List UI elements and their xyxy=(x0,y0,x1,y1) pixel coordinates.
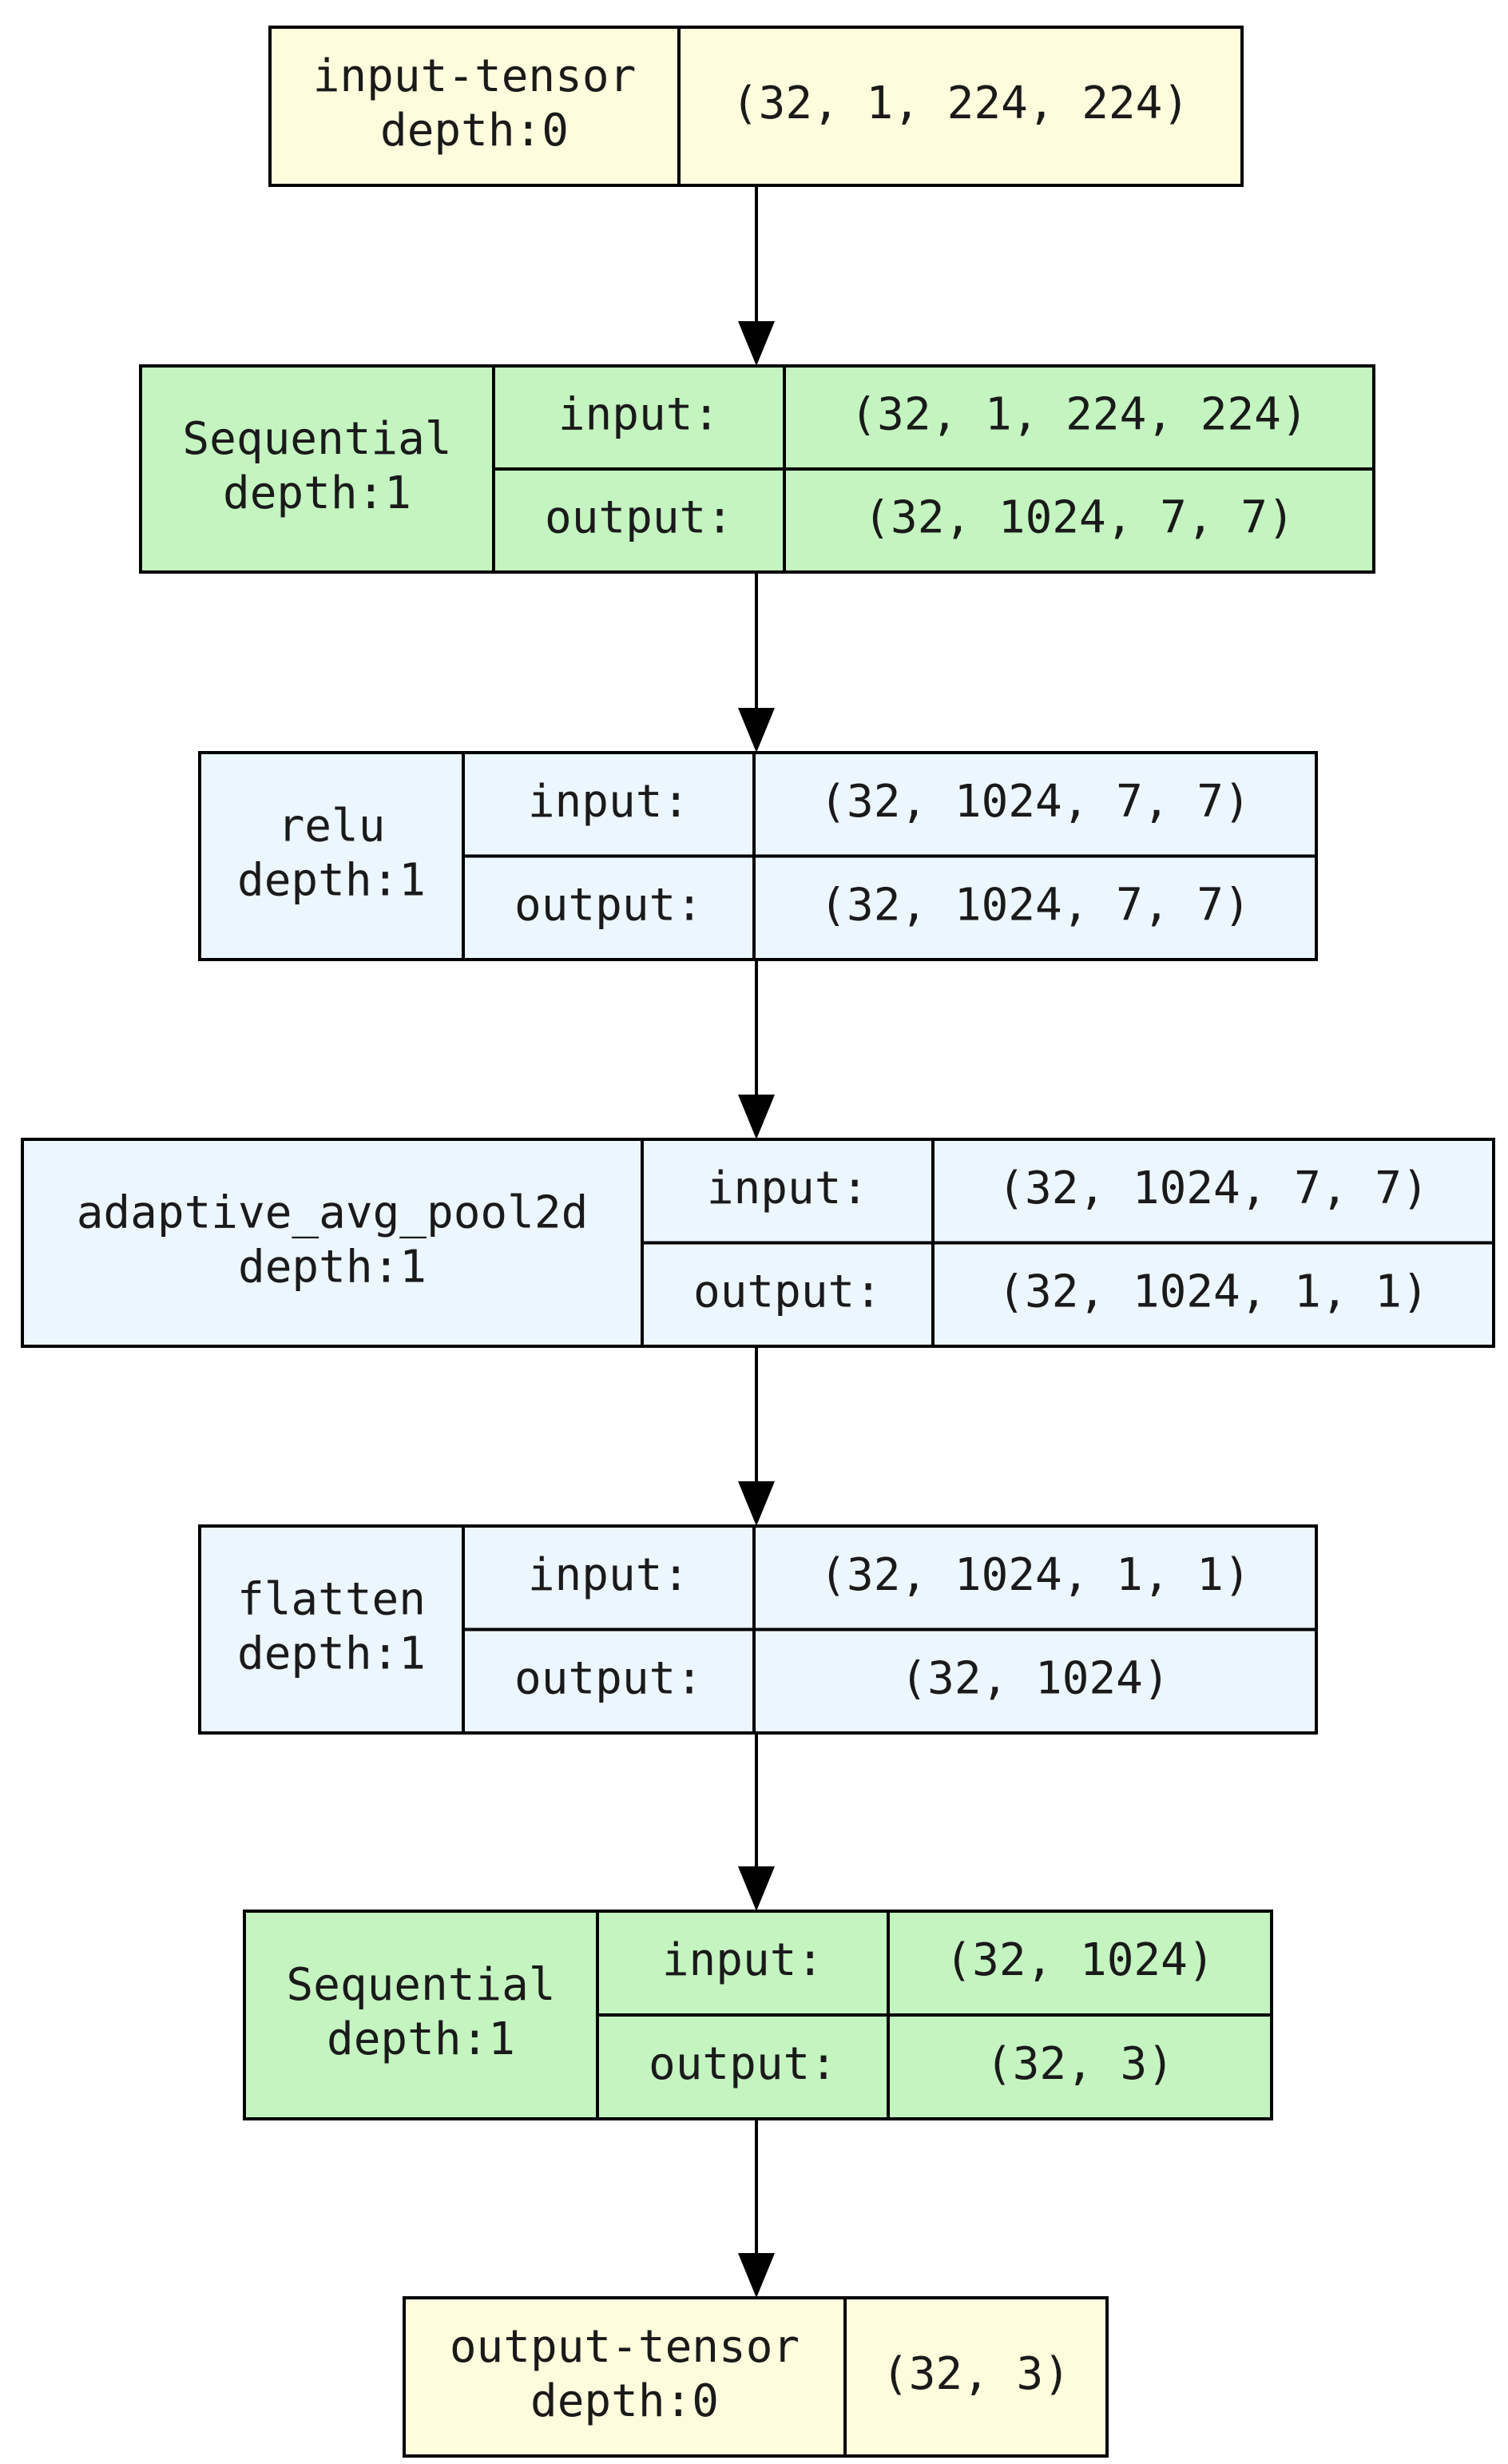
edge-arrow xyxy=(738,1733,775,1911)
input-shape: (32, 1024) xyxy=(945,1934,1214,1986)
tensor-shape: (32, 1, 224, 224) xyxy=(732,77,1189,129)
node-name: Sequential xyxy=(182,413,451,465)
output-label: output: xyxy=(514,879,703,931)
output-shape: (32, 1024, 1, 1) xyxy=(998,1266,1428,1317)
output-label: output: xyxy=(649,2038,837,2090)
input-shape: (32, 1024, 7, 7) xyxy=(998,1162,1428,1214)
input-label: input: xyxy=(558,389,720,441)
edge-arrow xyxy=(738,572,775,753)
node-depth: depth:1 xyxy=(238,1242,427,1294)
output-shape: (32, 3) xyxy=(986,2038,1174,2090)
node-depth: depth:1 xyxy=(237,1628,426,1680)
node-name: output-tensor xyxy=(450,2321,800,2373)
arrowhead-icon xyxy=(738,2253,775,2298)
input-label: input: xyxy=(528,1549,689,1601)
input-shape: (32, 1024, 7, 7) xyxy=(819,776,1250,828)
node-name: adaptive_avg_pool2d xyxy=(77,1187,589,1239)
node-depth: depth:1 xyxy=(327,2013,515,2065)
arrowhead-icon xyxy=(738,1481,775,1526)
output-label: output: xyxy=(514,1652,703,1704)
output-shape: (32, 1024, 7, 7) xyxy=(819,879,1250,931)
output-shape: (32, 1024) xyxy=(900,1652,1169,1704)
node-box xyxy=(268,26,1244,187)
arrowhead-icon xyxy=(738,708,775,753)
node-name: Sequential xyxy=(286,1959,555,2011)
edge-arrow xyxy=(738,185,775,366)
output-label: output: xyxy=(693,1266,882,1317)
node-name: flatten xyxy=(237,1574,426,1626)
arrowhead-icon xyxy=(738,1866,775,1911)
node-box xyxy=(403,2296,1109,2458)
output-shape: (32, 1024, 7, 7) xyxy=(863,492,1294,544)
input-label: input: xyxy=(528,776,689,828)
input-label: input: xyxy=(662,1934,823,1986)
output-label: output: xyxy=(545,492,733,544)
node-name: relu xyxy=(278,801,386,852)
input-shape: (32, 1, 224, 224) xyxy=(850,389,1308,441)
arrowhead-icon xyxy=(738,1095,775,1139)
edge-arrow xyxy=(738,1346,775,1526)
edge-arrow xyxy=(738,960,775,1139)
node-name: input-tensor xyxy=(313,50,637,102)
node-depth: depth:1 xyxy=(223,467,411,519)
node-depth: depth:0 xyxy=(380,105,569,157)
input-label: input: xyxy=(707,1162,868,1214)
tensor-shape: (32, 3) xyxy=(882,2348,1070,2400)
input-shape: (32, 1024, 1, 1) xyxy=(819,1549,1250,1601)
edge-arrow xyxy=(738,2119,775,2298)
node-depth: depth:1 xyxy=(237,855,426,907)
node-depth: depth:0 xyxy=(530,2375,719,2427)
arrowhead-icon xyxy=(738,321,775,366)
